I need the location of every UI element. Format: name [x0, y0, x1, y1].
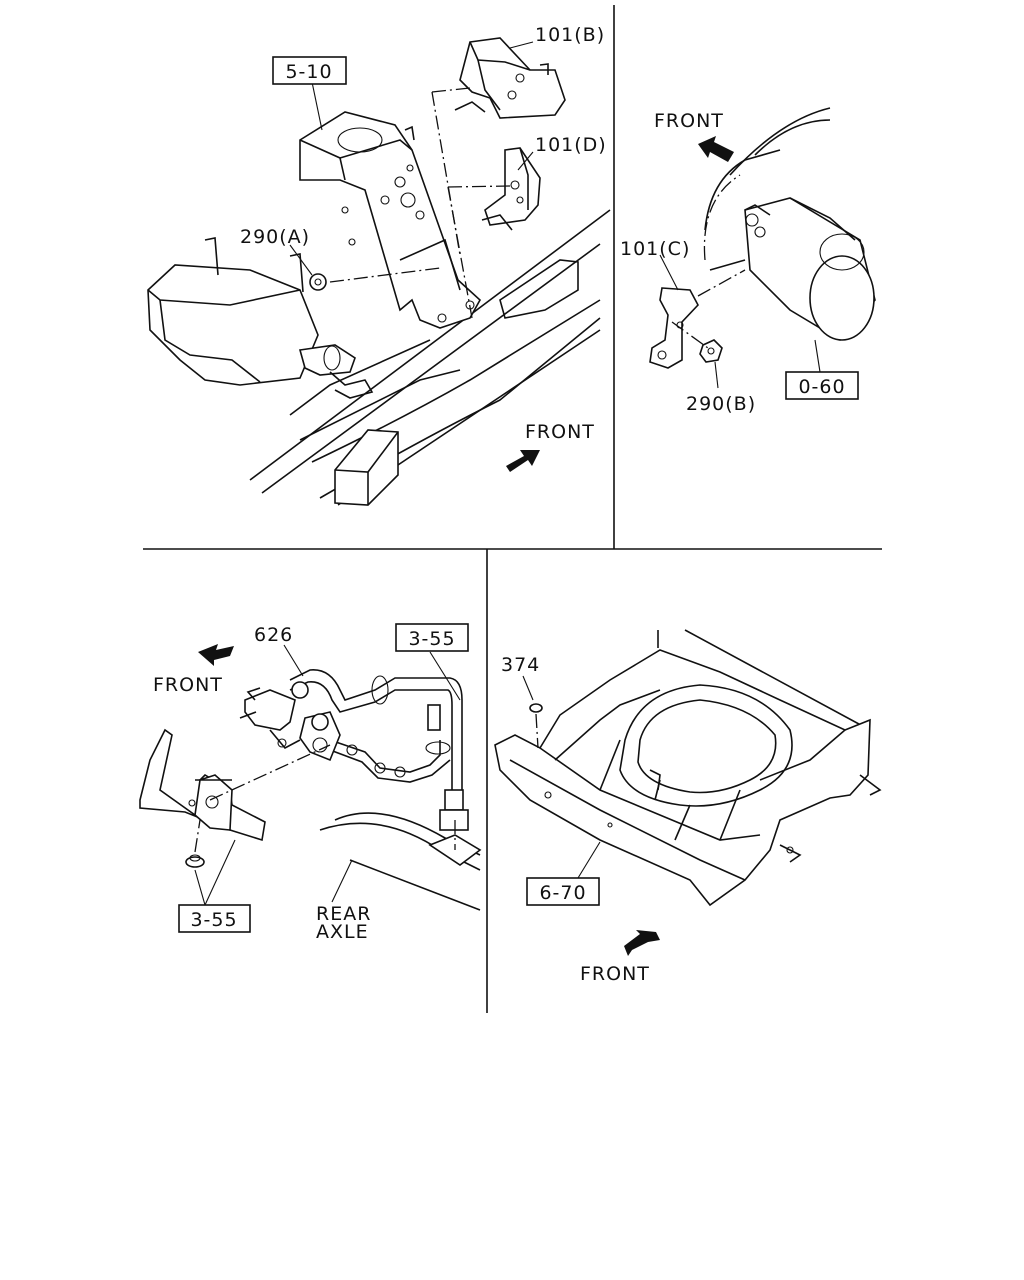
- ref-label-3-55-bottom: 3-55: [190, 909, 237, 931]
- panel-dividers: [143, 5, 882, 1013]
- front-arrow-icon: [198, 644, 234, 666]
- ref-box-0-60: [785, 371, 859, 400]
- part-label-290b: 290(B): [686, 393, 756, 415]
- nut-290b-drawing: [699, 339, 723, 363]
- plug-374-drawing: [529, 703, 543, 713]
- floor-panel-drawing: [494, 629, 882, 907]
- part-label-101c: 101(C): [620, 238, 690, 260]
- brake-pipe-drawing: [289, 669, 469, 831]
- rear-label: REAR: [316, 903, 371, 925]
- ref-box-5-10: [272, 56, 347, 85]
- mount-bracket-drawing: [299, 111, 482, 329]
- panel-bottom-left: 626 3-55 FRONT 3-55 REAR AXLE: [139, 623, 482, 943]
- part-label-101d: 101(D): [535, 134, 607, 156]
- axle-label: AXLE: [316, 921, 369, 943]
- ref-label-6-70: 6-70: [539, 882, 586, 904]
- starter-motor-drawing: [703, 107, 876, 342]
- canister-drawing: [147, 237, 374, 399]
- front-arrow-icon: [624, 930, 660, 956]
- ref-label-3-55-top: 3-55: [408, 628, 455, 650]
- ref-label-5-10: 5-10: [285, 61, 332, 83]
- front-label: FRONT: [525, 421, 595, 443]
- ref-box-6-70: [526, 877, 600, 906]
- nut-290a-drawing: [309, 273, 327, 291]
- front-label: FRONT: [580, 963, 650, 985]
- front-arrow-icon: [506, 450, 540, 472]
- ref-box-3-55-top: [395, 623, 469, 652]
- leader-lines: [289, 41, 534, 276]
- panel-top-right: FRONT 101(C) 290(B) 0-60: [620, 107, 876, 415]
- ref-label-0-60: 0-60: [798, 376, 845, 398]
- panel-top-left: 5-10 101(B) 101(D) 290(A) FRONT: [147, 24, 611, 506]
- front-label: FRONT: [153, 674, 223, 696]
- front-arrow-icon: [698, 136, 734, 162]
- bracket-101d-drawing: [481, 147, 541, 231]
- ref-box-3-55-bottom: [178, 904, 251, 933]
- mount-bracket-3-55-drawing: [139, 728, 266, 842]
- panel-bottom-right: 374 6-70 FRONT: [494, 629, 882, 985]
- bracket-101b-drawing: [454, 37, 566, 119]
- frame-rail-drawing: [249, 209, 611, 506]
- clip-drawing: [185, 854, 205, 868]
- part-label-626: 626: [254, 624, 293, 646]
- front-label: FRONT: [654, 110, 724, 132]
- centerlines: [329, 87, 511, 319]
- part-label-374: 374: [501, 654, 540, 676]
- junction-block-drawing: [239, 681, 341, 762]
- part-label-290a: 290(A): [240, 226, 310, 248]
- part-label-101b: 101(B): [535, 24, 605, 46]
- bracket-101c-drawing: [649, 287, 699, 369]
